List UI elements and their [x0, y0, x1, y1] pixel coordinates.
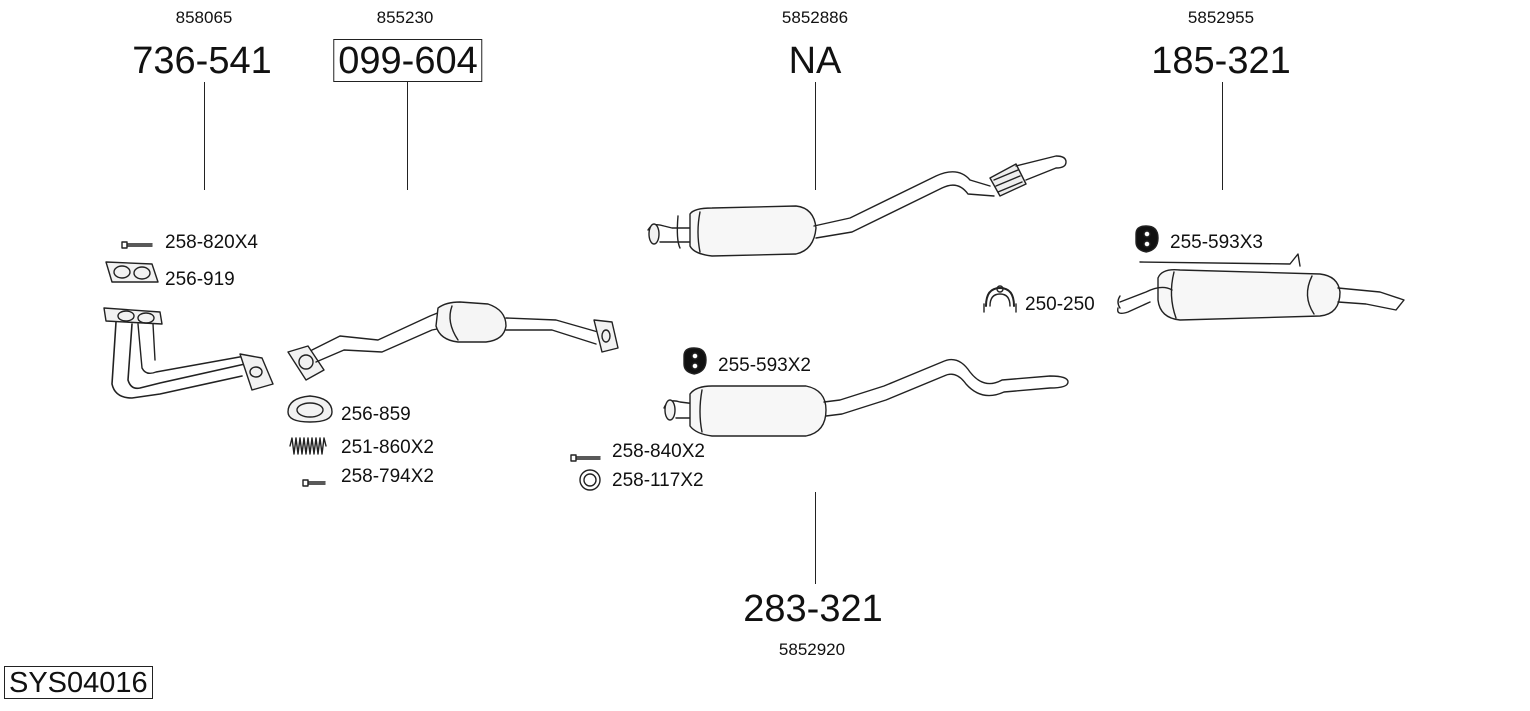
oe-number: 858065 — [175, 8, 233, 27]
rubber-hanger-icon[interactable] — [683, 347, 707, 375]
leader-line — [407, 82, 408, 190]
leader-line — [204, 82, 205, 190]
accessory-label[interactable]: 255-593X2 — [718, 355, 811, 376]
clamp-icon[interactable] — [983, 285, 1017, 313]
washer-ring-icon[interactable] — [579, 469, 601, 491]
rear-silencer-icon[interactable] — [1117, 253, 1405, 321]
part-number[interactable]: 736-541 — [132, 40, 272, 82]
part-number[interactable]: 283-321 — [743, 588, 883, 630]
accessory-label[interactable]: 258-820X4 — [165, 232, 258, 253]
oe-number: 855230 — [376, 8, 434, 27]
accessory-label[interactable]: 256-859 — [341, 404, 411, 425]
part-number[interactable]: NA — [788, 40, 842, 82]
oe-number: 5852955 — [1187, 8, 1255, 27]
catalytic-converter-pipe-icon[interactable] — [287, 301, 619, 381]
middle-silencer-icon[interactable] — [647, 155, 1067, 257]
leader-line — [815, 82, 816, 190]
bolt-icon[interactable] — [302, 479, 326, 487]
system-code: SYS04016 — [4, 666, 153, 700]
bolt-icon[interactable] — [570, 454, 601, 462]
accessory-label[interactable]: 255-593X3 — [1170, 232, 1263, 253]
bolt-icon[interactable] — [121, 241, 153, 249]
leader-line — [815, 492, 816, 584]
ring-gasket-icon[interactable] — [287, 395, 333, 423]
spring-icon[interactable] — [289, 437, 327, 455]
accessory-label[interactable]: 258-794X2 — [341, 466, 434, 487]
rubber-hanger-icon[interactable] — [1135, 225, 1159, 253]
accessory-label[interactable]: 258-117X2 — [612, 470, 704, 491]
oe-number: 5852886 — [781, 8, 849, 27]
oe-number: 5852920 — [778, 640, 846, 659]
gasket-icon[interactable] — [105, 261, 159, 283]
accessory-label[interactable]: 258-840X2 — [612, 441, 705, 462]
leader-line — [1222, 82, 1223, 190]
part-number-highlighted[interactable]: 099-604 — [333, 39, 483, 82]
accessory-label[interactable]: 250-250 — [1025, 294, 1095, 315]
accessory-label[interactable]: 256-919 — [165, 269, 235, 290]
accessory-label[interactable]: 251-860X2 — [341, 437, 434, 458]
part-number[interactable]: 185-321 — [1151, 40, 1291, 82]
exhaust-manifold-icon[interactable] — [103, 307, 274, 399]
middle-silencer-icon[interactable] — [663, 358, 1069, 437]
